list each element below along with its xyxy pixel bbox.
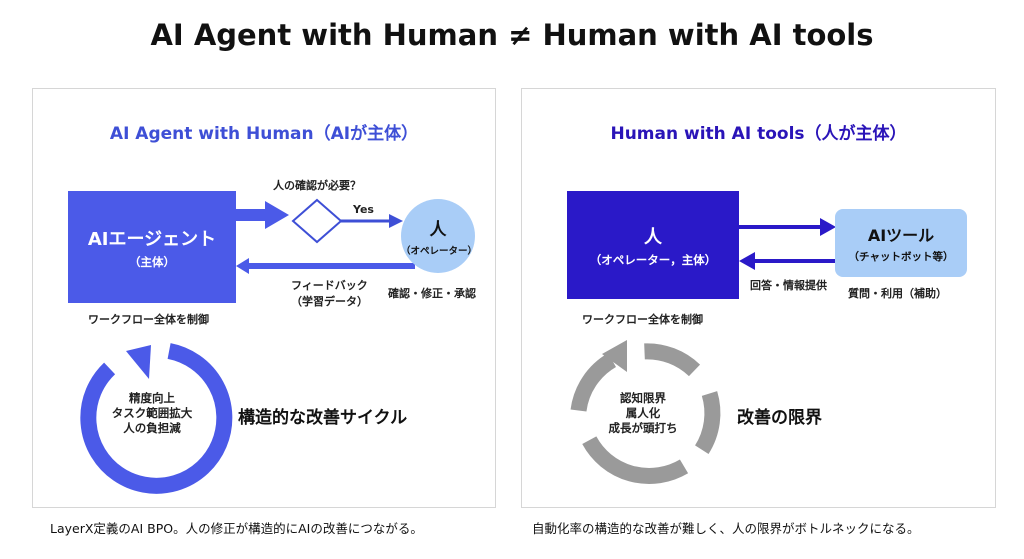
ai-tool-box: AIツール （チャットボット等）: [835, 209, 967, 277]
feedback-arrow: [236, 258, 415, 274]
ai-agent-label: AIエージェント: [87, 228, 217, 250]
cycle-item: 成長が頭打ち: [608, 421, 678, 435]
ai-agent-box: AIエージェント （主体）: [68, 191, 236, 303]
cycle-item: 精度向上: [129, 391, 175, 405]
human-sublabel: （オペレーター，主体）: [589, 252, 717, 267]
limit-cycle-text: 認知限界 属人化 成長が頭打ち: [595, 391, 691, 436]
left-caption: LayerX定義のAI BPO。人の修正が構造的にAIの改善につながる。: [50, 521, 423, 536]
cycle-item: 属人化: [625, 406, 661, 420]
cycle-item: タスク範囲拡大: [111, 406, 193, 420]
cycle-item: 認知限界: [620, 391, 666, 405]
limit-cycle-segment: [694, 391, 721, 454]
limit-cycle-segment: [644, 343, 701, 377]
structural-cycle-label: 構造的な改善サイクル: [238, 408, 408, 428]
page-title: AI Agent with Human ≠ Human with AI tool…: [150, 18, 874, 52]
limit-cycle-arrowhead: [602, 340, 627, 372]
feedback-sublabel: （学習データ）: [291, 295, 368, 308]
human-operator-box: 人 （オペレーター，主体）: [567, 191, 739, 299]
request-arrowhead: [820, 218, 836, 236]
improvement-cycle-text: 精度向上 タスク範囲拡大 人の負担減: [107, 391, 197, 436]
human-label: 人: [644, 226, 662, 248]
right-caption: 自動化率の構造的な改善が難しく、人の限界がボトルネックになる。: [532, 521, 920, 536]
answer-arrowhead: [739, 252, 755, 270]
limit-cycle-segment: [582, 436, 689, 484]
right-panel-heading: Human with AI tools（人が主体）: [610, 124, 907, 144]
decision-diamond: [291, 198, 343, 244]
ai-tool-label: AIツール: [867, 226, 935, 245]
human-with-ai-tools-panel: Human with AI tools（人が主体） 人 （オペレーター，主体） …: [521, 88, 996, 508]
agent-with-human-panel: AI Agent with Human（AIが主体） AIエージェント （主体）…: [32, 88, 496, 508]
human-operator-circle: 人 （オペレーター）: [401, 199, 478, 273]
ai-tool-sublabel: （チャットボット等）: [848, 251, 954, 263]
human-label: 人: [429, 220, 447, 240]
tool-usage-label: 質問・利用（補助）: [848, 287, 947, 300]
yes-arrowhead: [389, 214, 403, 228]
left-diagram-arrows: [80, 198, 415, 494]
answer-info-label: 回答・情報提供: [750, 279, 827, 292]
improvement-limit-label: 改善の限界: [737, 408, 822, 428]
ai-agent-sublabel: （主体）: [129, 254, 175, 269]
limit-cycle-segment: [570, 353, 617, 412]
feedback-label: フィードバック: [291, 279, 368, 292]
agent-to-check-arrow: [236, 201, 289, 229]
human-actions-label: 確認・修正・承認: [388, 287, 476, 300]
workflow-control-label: ワークフロー全体を制御: [88, 313, 209, 326]
improvement-cycle-arrowhead: [126, 345, 151, 379]
cycle-item: 人の負担減: [123, 421, 181, 435]
yes-label: Yes: [353, 203, 374, 216]
right-diagram-arrows: [570, 218, 836, 484]
human-sublabel: （オペレーター）: [401, 246, 478, 257]
check-question-label: 人の確認が必要？: [273, 179, 361, 192]
improvement-cycle-ring: [80, 343, 233, 494]
left-panel-heading: AI Agent with Human（AIが主体）: [109, 124, 419, 144]
workflow-control-label: ワークフロー全体を制御: [582, 313, 703, 326]
